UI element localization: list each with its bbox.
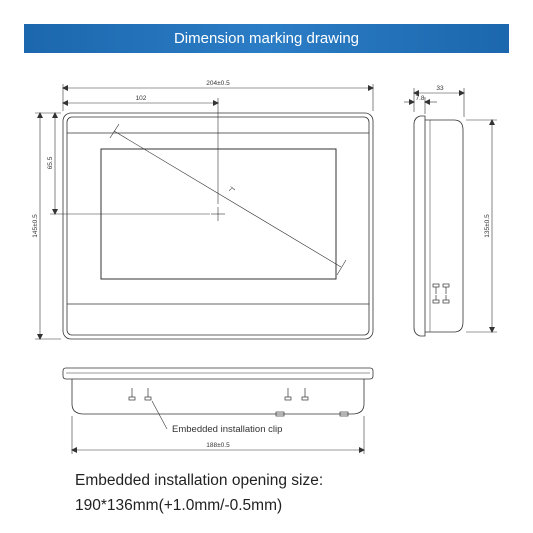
dim-total-height: 145±0.5 — [32, 214, 39, 238]
dim-side-height: 135±0.5 — [484, 214, 491, 238]
side-connectors — [432, 283, 450, 304]
diagonal-label: 7" — [227, 186, 236, 195]
dim-side-step: 7.8 — [415, 95, 424, 102]
dim-bottom-width: 188±0.5 — [206, 442, 230, 449]
bottom-clips — [128, 388, 309, 401]
bottom-port — [275, 411, 349, 417]
callout-leader — [151, 400, 168, 430]
bottom-view — [62, 367, 374, 430]
dim-total-width: 204±0.5 — [206, 80, 230, 87]
screen-diagonal — [113, 130, 342, 268]
dim-half-height: 65.5 — [47, 156, 54, 169]
opening-size-label: Embedded installation opening size: — [75, 472, 324, 489]
dim-side-depth: 33 — [436, 85, 444, 92]
side-view — [413, 115, 464, 337]
opening-size-value: 190*136mm(+1.0mm/-0.5mm) — [75, 497, 283, 514]
clip-callout-label: Embedded installation clip — [172, 424, 282, 435]
title-banner: Dimension marking drawing — [24, 24, 509, 53]
dim-screen-width: 102 — [136, 95, 147, 102]
banner-title: Dimension marking drawing — [173, 30, 360, 47]
